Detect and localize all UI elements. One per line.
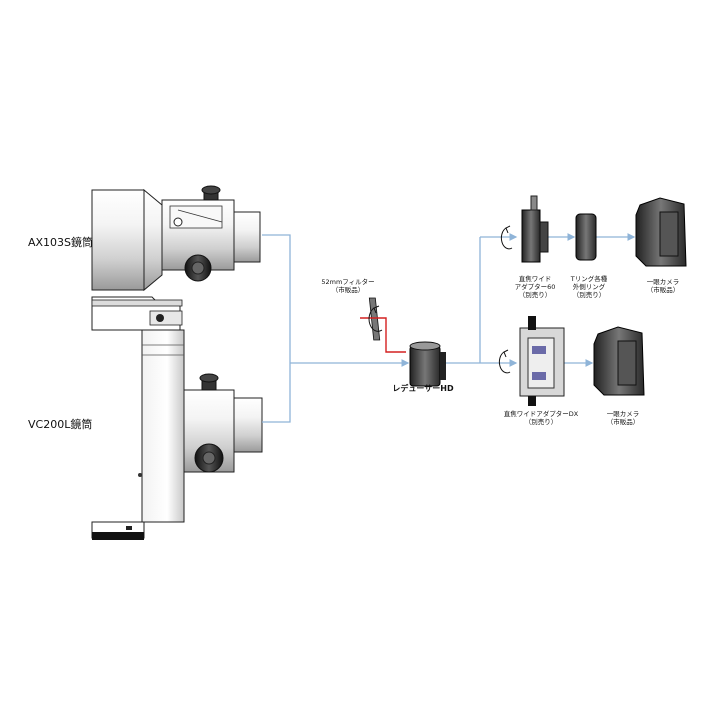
vc200l-label: VC200L鏡筒 [28, 418, 93, 431]
tring-name-2: 外側リング [572, 283, 606, 292]
t-ring [575, 213, 597, 261]
filter-52mm [368, 297, 381, 341]
wide60-name-2: アダプター60 [514, 283, 556, 292]
wide-dx-label: 直焦ワイドアダプターDX （別売り） [496, 410, 586, 426]
camera-top [635, 197, 687, 267]
camera-bottom-note: （市販品） [606, 418, 640, 427]
tring-note: （別売り） [572, 291, 606, 300]
camera-top-note: （市販品） [646, 286, 680, 295]
wide60-label: 直焦ワイド アダプター60 （別売り） [500, 275, 570, 299]
wide60-name-1: 直焦ワイド [518, 275, 552, 283]
tring-name-1: Tリング各種 [570, 275, 608, 283]
reducer-label: レデューサーHD [392, 384, 454, 393]
filter-note: （市販品） [331, 286, 365, 295]
ax103s-telescope [91, 185, 261, 292]
camera-top-label: 一眼カメラ （市販品） [630, 278, 696, 294]
filter-label: 52mmフィルター （市販品） [318, 278, 378, 294]
focus-knob-icon [184, 254, 212, 282]
wide-dx-name: 直焦ワイドアダプターDX [503, 410, 579, 418]
vc200l-telescope [91, 296, 263, 540]
connector-lines [262, 233, 636, 423]
camera-top-name: 一眼カメラ [646, 278, 680, 286]
rotation-arrow-icon [498, 349, 511, 374]
wide-dx-note: （別売り） [524, 418, 558, 427]
wide-adapter-60 [521, 195, 549, 263]
wide60-note: （別売り） [518, 291, 552, 300]
focus-knob-icon [194, 443, 224, 473]
rotation-arrow-icon [500, 225, 513, 250]
camera-bottom [593, 326, 645, 396]
rotation-arrow-icon [368, 305, 383, 332]
camera-bottom-name: 一眼カメラ [606, 410, 640, 418]
filter-link-line [360, 317, 406, 353]
ax103s-label: AX103S鏡筒 [28, 236, 94, 249]
reducer-hd [409, 341, 446, 387]
wide-adapter-dx [519, 316, 565, 406]
tring-label: Tリング各種 外側リング （別売り） [556, 275, 622, 299]
camera-bottom-label: 一眼カメラ （市販品） [590, 410, 656, 426]
filter-name: 52mmフィルター [321, 278, 375, 286]
